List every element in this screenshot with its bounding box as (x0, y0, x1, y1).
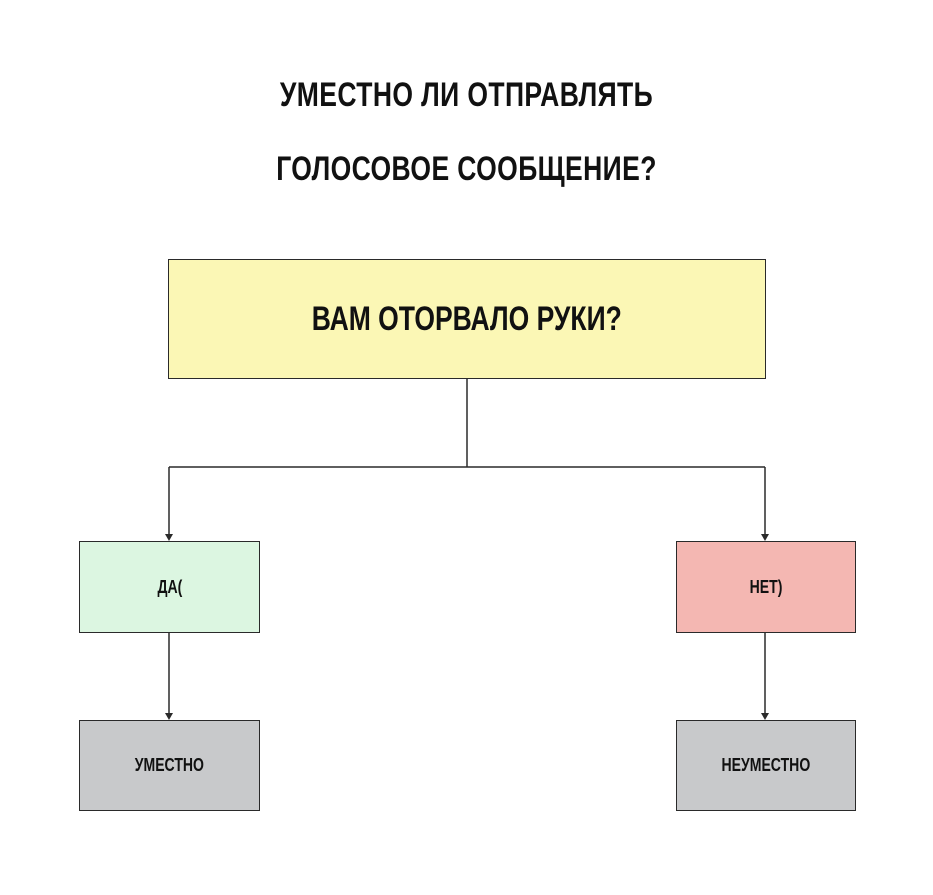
title-line-1: УМЕСТНО ЛИ ОТПРАВЛЯТЬ (279, 76, 654, 114)
no-arrowhead (761, 534, 769, 541)
inappropriate-result-text: НЕУМЕСТНО (721, 755, 811, 775)
no-result-arrowhead (761, 713, 769, 720)
appropriate-result-text: УМЕСТНО (134, 755, 205, 775)
diagram-title: УМЕСТНО ЛИ ОТПРАВЛЯТЬ ГОЛОСОВОЕ СООБЩЕНИ… (103, 58, 831, 206)
inappropriate-result-box: НЕУМЕСТНО (676, 720, 856, 811)
yes-result-arrowhead (165, 713, 173, 720)
title-line-2: ГОЛОСОВОЕ СООБЩЕНИЕ? (276, 150, 657, 188)
yes-box: ДА( (79, 541, 260, 633)
appropriate-result-box: УМЕСТНО (79, 720, 260, 811)
no-box: НЕТ) (676, 541, 856, 633)
question-box: ВАМ ОТОРВАЛО РУКИ? (168, 259, 766, 379)
yes-answer-text: ДА( (157, 576, 182, 597)
no-answer-text: НЕТ) (749, 576, 783, 597)
yes-arrowhead (165, 534, 173, 541)
question-text: ВАМ ОТОРВАЛО РУКИ? (311, 299, 623, 338)
